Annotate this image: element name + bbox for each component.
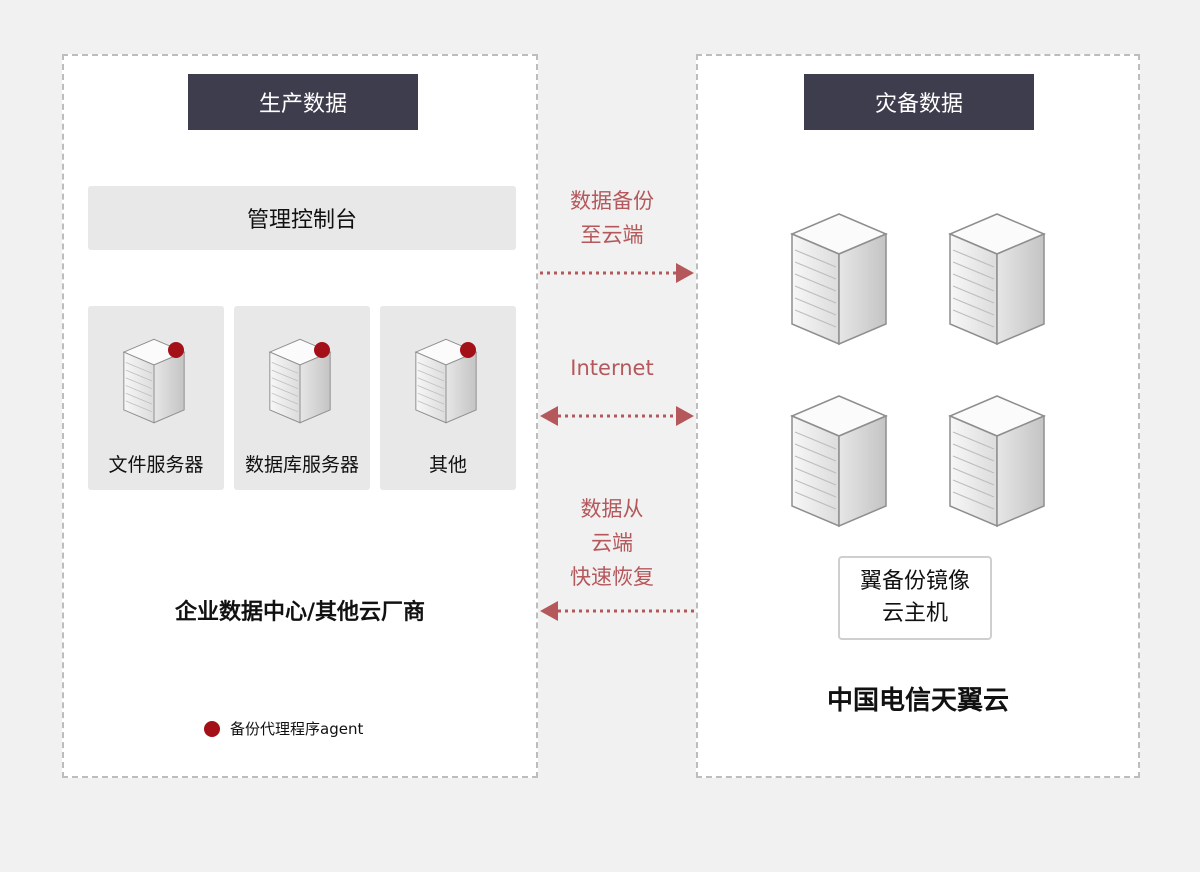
backup-flow-line-2: 至云端 — [580, 223, 644, 247]
file-server-label: 文件服务器 — [108, 454, 204, 476]
server-icon — [948, 212, 1046, 346]
internet-label: Internet — [570, 356, 654, 380]
server-icon — [948, 394, 1046, 528]
legend-label: 备份代理程序agent — [230, 720, 364, 738]
agent-dot-icon — [460, 342, 476, 358]
other-server-card: 其他 — [380, 306, 516, 490]
server-icon — [790, 394, 888, 528]
production-data-header: 生产数据 — [188, 74, 418, 130]
mirror-line-2: 云主机 — [881, 601, 948, 626]
backup-arrow-head — [676, 263, 694, 283]
datacenter-label: 企业数据中心/其他云厂商 — [174, 600, 426, 625]
agent-dot-icon — [168, 342, 184, 358]
restore-arrow-head — [540, 601, 558, 621]
internet-arrow-head-right — [676, 406, 694, 426]
disaster-recovery-panel — [696, 54, 1140, 778]
internet-arrow-head-left — [540, 406, 558, 426]
backup-flow-line-1: 数据备份 — [570, 189, 654, 213]
agent-dot-icon — [204, 720, 220, 737]
mirror-line-1: 翼备份镜像 — [859, 569, 970, 594]
mirror-cloud-host-box: 翼备份镜像 云主机 — [838, 556, 992, 640]
database-server-label: 数据库服务器 — [244, 454, 359, 476]
restore-flow-line-2: 云端 — [591, 531, 633, 555]
backup-flow-label: 数据备份 至云端 — [538, 184, 686, 252]
agent-dot-icon — [314, 342, 330, 358]
file-server-card: 文件服务器 — [88, 306, 224, 490]
disaster-data-header: 灾备数据 — [804, 74, 1034, 130]
database-server-card: 数据库服务器 — [234, 306, 370, 490]
cloud-provider-label: 中国电信天翼云 — [826, 686, 1009, 716]
management-console: 管理控制台 — [88, 186, 516, 250]
other-server-label: 其他 — [428, 454, 467, 476]
server-icon — [790, 212, 888, 346]
legend: 备份代理程序agent — [204, 718, 363, 739]
restore-flow-line-3: 快速恢复 — [570, 565, 654, 589]
restore-flow-line-1: 数据从 — [580, 497, 644, 521]
restore-flow-label: 数据从 云端 快速恢复 — [538, 492, 686, 594]
